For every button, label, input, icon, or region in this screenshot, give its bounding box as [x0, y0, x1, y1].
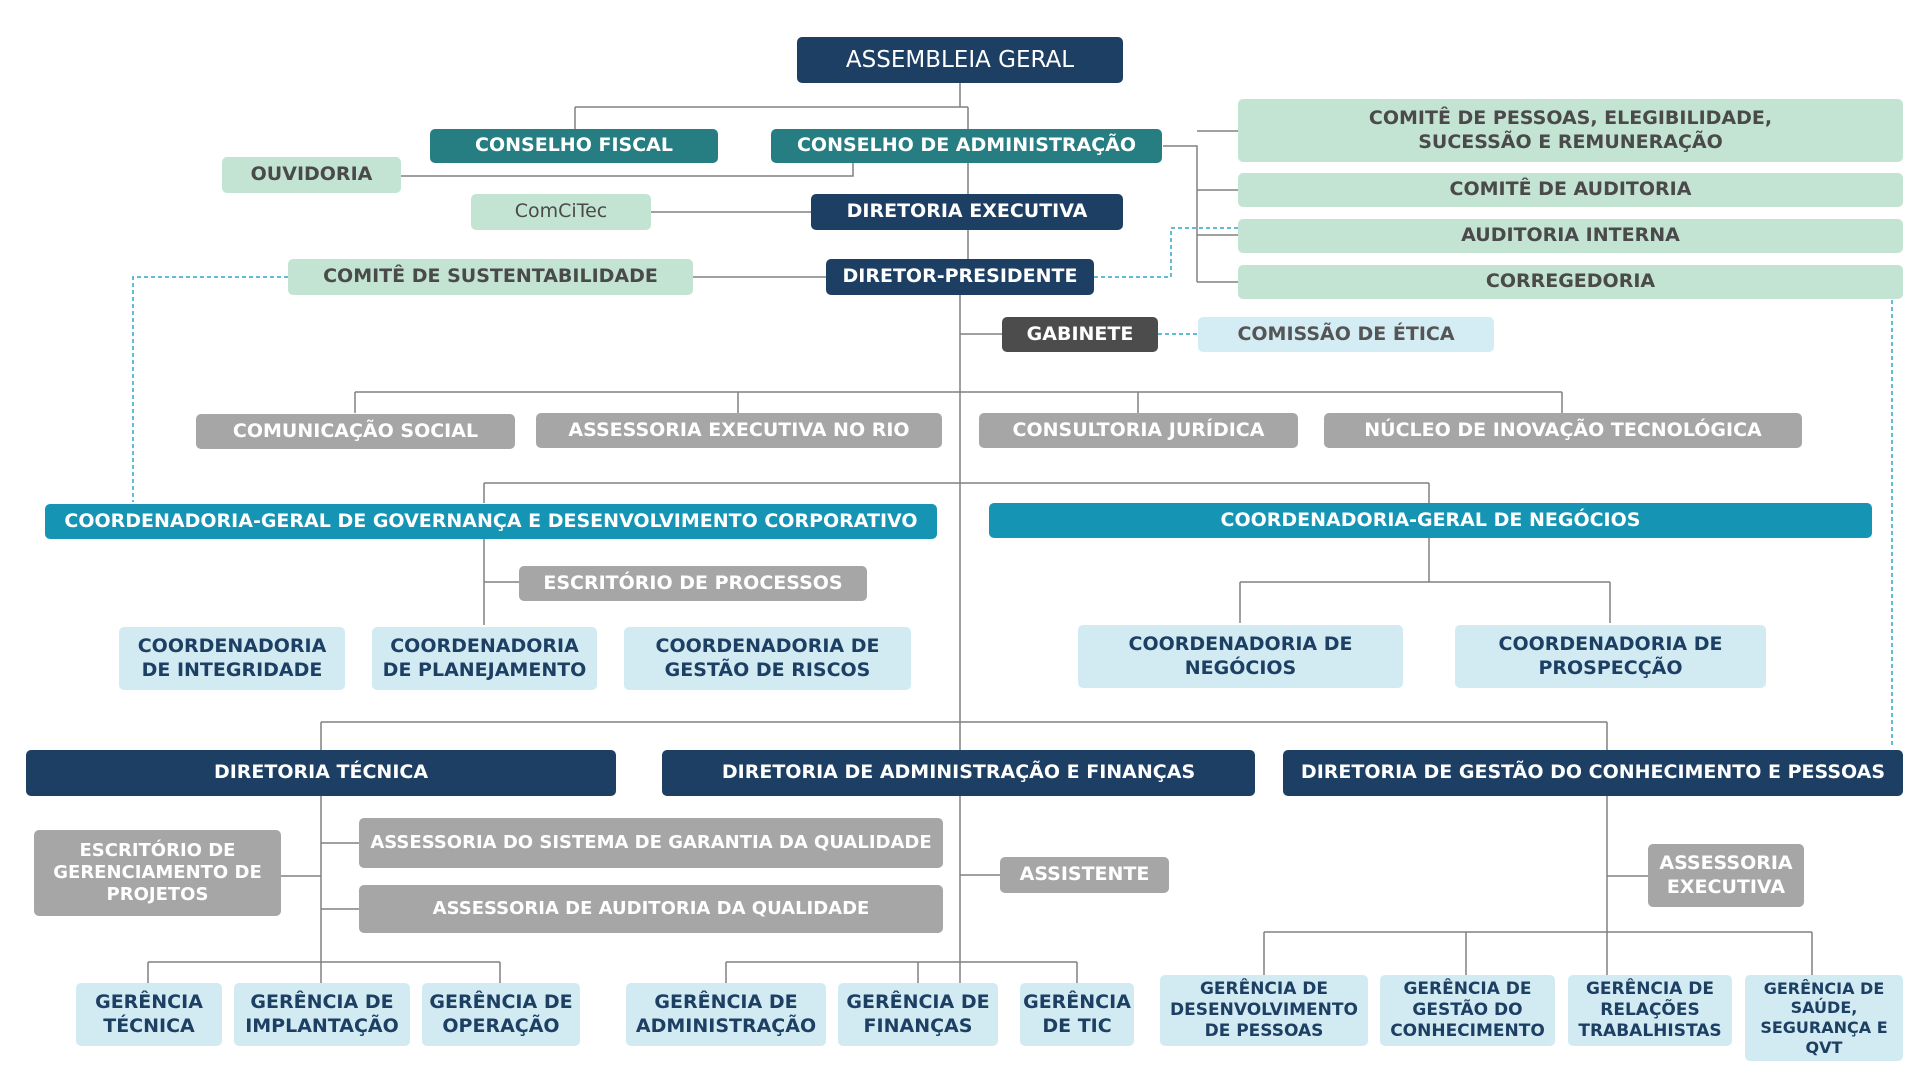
node-ger-saude-seguranca: GERÊNCIA DE SAÚDE, SEGURANÇA E QVT [1745, 975, 1903, 1061]
node-nucleo-inovacao: NÚCLEO DE INOVAÇÃO TECNOLÓGICA [1324, 413, 1802, 448]
node-comcitec: ComCiTec [471, 194, 651, 230]
node-assessoria-executiva: ASSESSORIA EXECUTIVA [1648, 844, 1804, 907]
node-assessoria-executiva-rio: ASSESSORIA EXECUTIVA NO RIO [536, 413, 942, 448]
node-ger-relacoes-trabalhistas: GERÊNCIA DE RELAÇÕES TRABALHISTAS [1568, 975, 1732, 1046]
node-escritorio-processos: ESCRITÓRIO DE PROCESSOS [519, 566, 867, 601]
node-coord-negocios: COORDENADORIA DE NEGÓCIOS [1078, 625, 1403, 688]
node-assembleia-geral: ASSEMBLEIA GERAL [797, 37, 1123, 83]
node-cg-negocios: COORDENADORIA-GERAL DE NEGÓCIOS [989, 503, 1872, 538]
node-ger-desenvolvimento-pessoas: GERÊNCIA DE DESENVOLVIMENTO DE PESSOAS [1160, 975, 1368, 1046]
node-comunicacao-social: COMUNICAÇÃO SOCIAL [196, 414, 515, 449]
node-cg-governanca: COORDENADORIA-GERAL DE GOVERNANÇA E DESE… [45, 504, 937, 539]
node-ger-administracao: GERÊNCIA DE ADMINISTRAÇÃO [626, 983, 826, 1046]
node-ouvidoria: OUVIDORIA [222, 157, 401, 193]
node-coord-prospeccao: COORDENADORIA DE PROSPECÇÃO [1455, 625, 1766, 688]
node-coord-riscos: COORDENADORIA DE GESTÃO DE RISCOS [624, 627, 911, 690]
node-diretoria-adm-financas: DIRETORIA DE ADMINISTRAÇÃO E FINANÇAS [662, 750, 1255, 796]
node-diretoria-gestao-conhecimento: DIRETORIA DE GESTÃO DO CONHECIMENTO E PE… [1283, 750, 1903, 796]
node-conselho-fiscal: CONSELHO FISCAL [430, 129, 718, 163]
node-ger-tic: GERÊNCIA DE TIC [1020, 983, 1134, 1046]
node-conselho-administracao: CONSELHO DE ADMINISTRAÇÃO [771, 129, 1162, 163]
node-coord-integridade: COORDENADORIA DE INTEGRIDADE [119, 627, 345, 690]
node-assessoria-sgq: ASSESSORIA DO SISTEMA DE GARANTIA DA QUA… [359, 818, 943, 868]
node-assistente: ASSISTENTE [1000, 857, 1169, 893]
node-consultoria-juridica: CONSULTORIA JURÍDICA [979, 413, 1298, 448]
node-comite-sustentabilidade: COMITÊ DE SUSTENTABILIDADE [288, 259, 693, 295]
node-comite-pessoas: COMITÊ DE PESSOAS, ELEGIBILIDADE, SUCESS… [1238, 99, 1903, 162]
node-assessoria-auditoria-qualidade: ASSESSORIA DE AUDITORIA DA QUALIDADE [359, 885, 943, 933]
node-escritorio-projetos: ESCRITÓRIO DE GERENCIAMENTO DE PROJETOS [34, 830, 281, 916]
node-ger-gestao-conhecimento: GERÊNCIA DE GESTÃO DO CONHECIMENTO [1380, 975, 1555, 1046]
node-gabinete: GABINETE [1002, 317, 1158, 352]
node-ger-tecnica: GERÊNCIA TÉCNICA [76, 983, 222, 1046]
node-auditoria-interna: AUDITORIA INTERNA [1238, 219, 1903, 253]
node-comite-auditoria: COMITÊ DE AUDITORIA [1238, 173, 1903, 207]
node-ger-operacao: GERÊNCIA DE OPERAÇÃO [422, 983, 580, 1046]
node-ger-implantacao: GERÊNCIA DE IMPLANTAÇÃO [234, 983, 410, 1046]
node-diretoria-executiva: DIRETORIA EXECUTIVA [811, 194, 1123, 230]
node-diretor-presidente: DIRETOR-PRESIDENTE [826, 259, 1094, 295]
node-ger-financas: GERÊNCIA DE FINANÇAS [838, 983, 998, 1046]
node-comissao-etica: COMISSÃO DE ÉTICA [1198, 317, 1494, 352]
node-coord-planejamento: COORDENADORIA DE PLANEJAMENTO [372, 627, 597, 690]
node-corregedoria: CORREGEDORIA [1238, 265, 1903, 299]
node-diretoria-tecnica: DIRETORIA TÉCNICA [26, 750, 616, 796]
